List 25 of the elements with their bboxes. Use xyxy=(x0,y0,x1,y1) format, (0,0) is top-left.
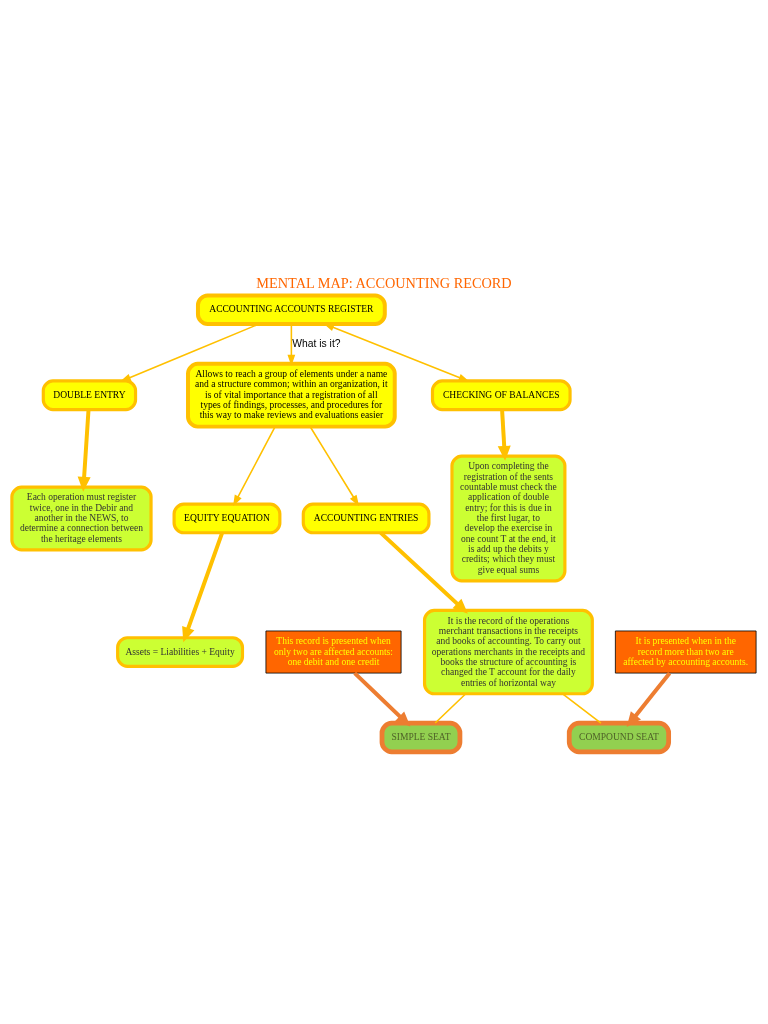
connector xyxy=(561,692,602,724)
node-box: Allows to reach a group of elements under a name and a structure common; within an organization, it is of vital importance that a registration of all types of findings, processes, and procedures for this way to make reviews and evaluations easier xyxy=(186,361,397,429)
node-box: It is the record of the operations merchant transactions in the receipts and books of accounting. To carry out operations merchants in the receipts and books the structure of accounting is changed the T account for the daily entries of horizontal way xyxy=(422,608,594,695)
node-box: ACCOUNTING ACCOUNTS REGISTER xyxy=(195,292,387,326)
arrow xyxy=(497,409,511,461)
diagram-title: MENTAL MAP: ACCOUNTING RECORD xyxy=(256,274,512,291)
arrow xyxy=(626,671,672,727)
node-box: COMPOUND SEAT xyxy=(566,720,672,754)
arrow xyxy=(77,409,91,492)
connector xyxy=(434,692,467,724)
arrow xyxy=(233,425,276,506)
arrow xyxy=(353,671,411,727)
node-box: Assets = Liabilities + Equity xyxy=(116,635,245,668)
node-box: DOUBLE ENTRY xyxy=(41,378,138,411)
node-box: SIMPLE SEAT xyxy=(379,720,463,754)
node-box: EQUITY EQUATION xyxy=(172,502,282,534)
node-box: Upon completing the registration of the sents countable must check the application of double entry; for this is due in the first lugar, to develop the exercise in one count T at the end, it is add up the debits y credits; which they must give equal sums xyxy=(450,453,567,582)
arrow xyxy=(182,531,224,642)
node-box: ACCOUNTING ENTRIES xyxy=(301,502,431,534)
edge-label: What is it? xyxy=(292,337,341,349)
node-box: Each operation must register twice, one in the Debir and another in the NEWS, to determine a connection between the heritage elements xyxy=(10,484,153,551)
node-box: CHECKING OF BALANCES xyxy=(430,378,572,411)
node-box: It is presented when in the record more than two are affected by accounting accounts. xyxy=(614,630,757,673)
node-box: This record is presented when only two are affected accounts: one debit and one credit xyxy=(265,630,402,673)
arrow xyxy=(309,425,360,506)
